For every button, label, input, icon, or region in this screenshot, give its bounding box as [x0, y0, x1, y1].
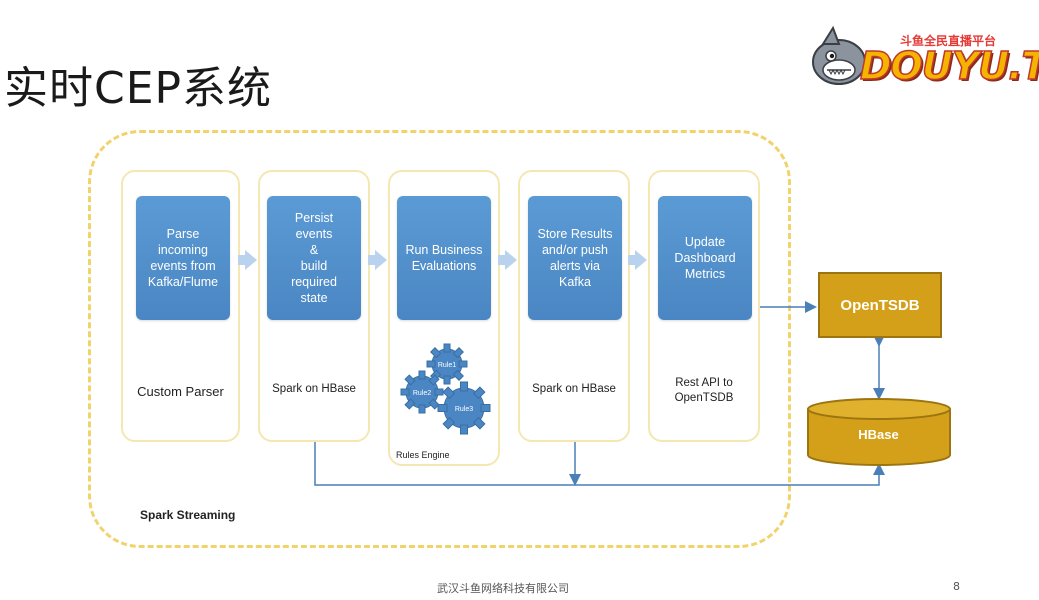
flow-arrow-icon [375, 250, 387, 270]
gear-label-rule2: Rule2 [413, 390, 431, 397]
hbase-label: HBase [858, 427, 899, 442]
slide-title: 实时CEP系统 [4, 63, 273, 114]
spark-on-hbase-label-1: Spark on HBase [272, 383, 356, 395]
gear-label-rule3: Rule3 [455, 406, 473, 413]
page-number: 8 [953, 580, 960, 593]
gears-icon: Rule1 Rule2 Rule3 [400, 343, 491, 435]
spark-on-hbase-label-2: Spark on HBase [532, 383, 616, 395]
logo-wordmark: DOUYU.TV [859, 43, 1039, 89]
custom-parser-label: Custom Parser [137, 384, 224, 399]
flow-arrow-tail [238, 255, 246, 265]
opentsdb-box: OpenTSDB [818, 272, 942, 338]
parse-events-box: Parse incoming events from Kafka/Flume [136, 196, 230, 320]
persist-to-hbase-connector [314, 442, 885, 486]
update-dashboard-box: Update Dashboard Metrics [658, 196, 752, 320]
rest-api-label: Rest API to OpenTSDB [674, 377, 734, 404]
flow-arrow-icon [635, 250, 647, 270]
rules-engine-label: Rules Engine [396, 450, 450, 460]
flow-arrow-tail [628, 255, 636, 265]
douyu-logo: 斗鱼全民直播平台 DOUYU.TV [805, 24, 1039, 94]
spark-streaming-container [88, 130, 791, 548]
shark-mascot-icon [812, 25, 866, 85]
persist-events-box: Persist events & build required state [267, 196, 361, 320]
spark-streaming-label: Spark Streaming [140, 508, 236, 522]
footer-company: 武汉斗鱼网络科技有限公司 [437, 582, 569, 595]
run-business-evaluations-box: Run Business Evaluations [397, 196, 491, 320]
hbase-cylinder-icon [807, 398, 951, 466]
flow-arrow-icon [505, 250, 517, 270]
flow-arrow-tail [368, 255, 376, 265]
flow-arrow-tail [498, 255, 506, 265]
logo-subtitle: 斗鱼全民直播平台 [900, 34, 997, 48]
store-results-box: Store Results and/or push alerts via Kaf… [528, 196, 622, 320]
gear-label-rule1: Rule1 [438, 362, 456, 369]
flow-arrow-icon [245, 250, 257, 270]
